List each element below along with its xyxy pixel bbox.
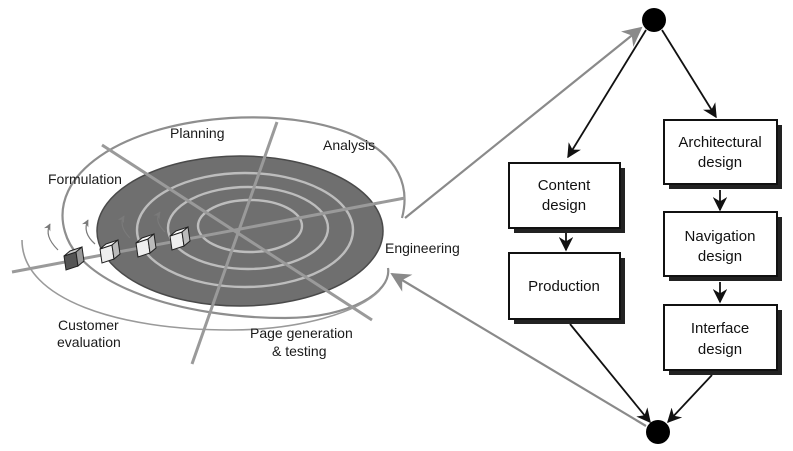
engineering-flow: Content design Production Architectural … xyxy=(508,8,782,444)
label-customer-evaluation-1: Customer xyxy=(58,317,119,333)
architectural-design-label-1: Architectural xyxy=(678,134,761,151)
content-design-label-1: Content xyxy=(538,177,591,194)
divider-planning xyxy=(190,121,279,365)
production-label: Production xyxy=(528,278,600,295)
flow-arrow xyxy=(569,323,651,424)
label-customer-evaluation-2: evaluation xyxy=(57,334,121,350)
interface-design-label-1: Interface xyxy=(691,320,749,337)
end-node xyxy=(646,420,670,444)
axis-cube xyxy=(63,246,85,271)
small-arrow xyxy=(81,219,96,245)
content-design-label-2: design xyxy=(542,197,586,214)
label-page-generation-1: Page generation xyxy=(250,325,353,341)
spiral-model: Planning Analysis Formulation Engineerin… xyxy=(11,116,460,365)
label-page-generation-2: & testing xyxy=(272,343,326,359)
spiral-outer-ring xyxy=(61,116,406,320)
spiral-ring-2 xyxy=(166,185,330,271)
spiral-outer-trail xyxy=(21,239,381,331)
label-planning: Planning xyxy=(170,125,225,141)
production-box: Production xyxy=(508,252,625,324)
label-engineering: Engineering xyxy=(385,240,460,256)
interface-design-box: Interface design xyxy=(663,304,782,375)
small-arrow xyxy=(117,215,131,239)
flow-arrow xyxy=(661,29,717,119)
navigation-design-box: Navigation design xyxy=(663,211,782,281)
axis-cube xyxy=(135,233,157,258)
connector-to-start xyxy=(404,26,643,219)
start-node xyxy=(642,8,666,32)
label-analysis: Analysis xyxy=(323,137,375,153)
architectural-design-box: Architectural design xyxy=(663,119,782,189)
architectural-design-label-2: design xyxy=(698,154,742,171)
label-formulation: Formulation xyxy=(48,171,122,187)
connector-from-end xyxy=(390,272,647,427)
navigation-design-label-1: Navigation xyxy=(685,228,756,245)
spiral-ring-3 xyxy=(135,171,355,289)
flow-arrow xyxy=(567,29,647,159)
content-design-box: Content design xyxy=(508,162,625,233)
flow-arrow xyxy=(667,374,713,424)
axis-cube xyxy=(99,239,121,264)
interface-design-label-2: design xyxy=(698,341,742,358)
axis-cube xyxy=(169,226,191,251)
small-arrow xyxy=(43,223,59,251)
divider-analysis xyxy=(101,143,373,322)
navigation-design-label-2: design xyxy=(698,248,742,265)
small-arrow xyxy=(153,211,166,233)
